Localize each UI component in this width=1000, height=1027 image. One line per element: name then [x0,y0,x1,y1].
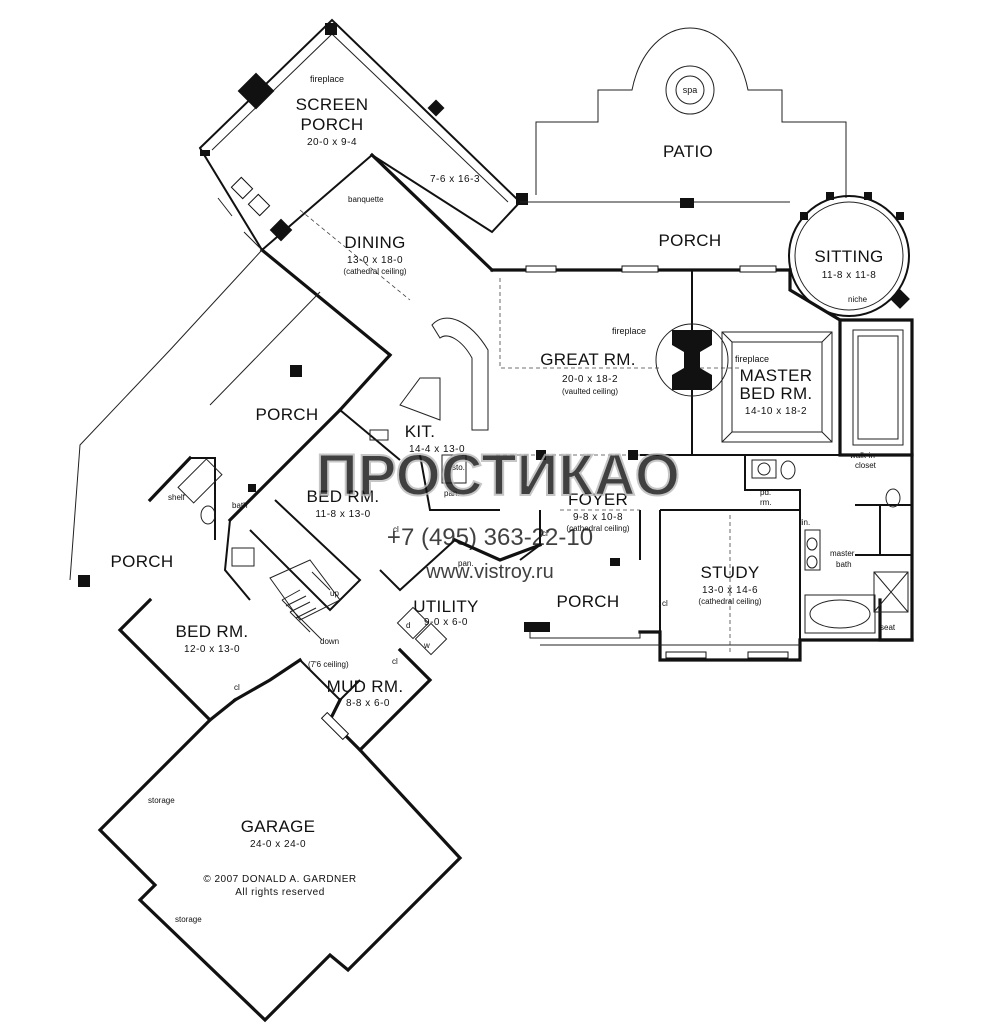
bed-room-2-title: BED RM. [176,622,249,641]
kitchen-title: KIT. [405,422,436,441]
stairs-up-label: up [330,589,339,598]
watermark-brand: ПРОСТИКАО [316,443,680,508]
garage-walls [97,711,463,1023]
bath-label: bath [232,501,248,510]
study-dims: 13-0 x 14-6 [702,585,758,596]
foyer-dims: 9-8 x 10-8 [573,512,623,523]
master-bed-title-1: MASTER [740,366,813,385]
dining-walls [259,209,411,358]
pd-rm-label-2: rm. [760,498,772,507]
walk-in-closet [852,329,904,446]
copyright-line-1: © 2007 DONALD A. GARDNER [203,874,356,885]
garage-storage-bottom-label: storage [175,915,202,924]
niche-label: niche [848,295,868,304]
bath-fixtures [751,459,909,634]
mud-room-closet-label: cl [392,657,398,666]
left-bath [177,458,256,567]
front-porch-outline [524,558,800,646]
garage-title: GARAGE [241,817,316,836]
master-bath-label-2: bath [836,560,852,569]
walk-in-label-2: closet [855,461,877,470]
dining-title: DINING [344,233,405,252]
bed-room-2-closet-label: cl [234,683,240,692]
utility-fixtures [396,606,448,656]
great-room-note: (vaulted ceiling) [562,387,618,396]
bed-room-1-dims: 11-8 x 13-0 [315,509,370,520]
kitchen-pantry-label: pan. [444,489,460,498]
utility-pantry-label: pan. [458,559,474,568]
watermark-phone: +7 (495) 363-22-10 [387,524,593,551]
study-lines [665,515,789,659]
foyer-note: (cathedral ceiling) [566,524,629,533]
utility-dims: 9-0 x 6-0 [424,617,468,628]
sitting-title: SITTING [814,247,883,266]
foyer-closet-label: cl [542,529,548,538]
bed-room-1-title: BED RM. [307,487,380,506]
watermark-site: www.vistroy.ru [425,561,553,583]
stairs [269,559,341,641]
screen-porch-title-1: SCREEN [296,95,369,114]
garage-dims: 24-0 x 24-0 [250,839,306,850]
great-room-lines [496,278,740,456]
spa-label: spa [683,85,698,95]
master-bed-tray [721,331,833,443]
main-house-walls [369,152,914,662]
storage-small-label: sto. [452,463,465,472]
lin-label: lin. [800,518,810,527]
rear-porch-outline [490,198,792,273]
utility-title: UTILITY [413,597,478,616]
rear-porch-title: PORCH [659,231,722,250]
sitting-room-outline [788,192,910,317]
kitchen-layout [339,317,500,511]
mud-room-dims: 8-8 x 6-0 [346,698,390,709]
bed-room-2-dims: 12-0 x 13-0 [184,644,240,655]
walk-in-label-1: walk-in [849,451,875,460]
fireplace-label: fireplace [310,74,344,84]
patio-title: PATIO [663,142,713,161]
master-bath-label-1: master [830,549,855,558]
deck-dims: 7-6 x 16-3 [430,174,480,185]
fireplace-master-label: fireplace [735,354,769,364]
banquette-label: banquette [348,195,384,204]
stairs-down-label: down [320,637,339,646]
master-bed-title-2: BED RM. [740,384,813,403]
fireplace-great-label: fireplace [612,326,646,336]
screen-porch-dims: 20-0 x 9-4 [307,137,357,148]
patio-outline [535,27,847,198]
great-room-title: GREAT RM. [540,350,636,369]
fireplace-great-room [655,323,729,397]
washer-label: w [423,641,430,650]
copyright-line-2: All rights reserved [235,887,325,898]
master-bed-dims: 14-10 x 18-2 [745,406,807,417]
left-porch-title: PORCH [256,405,319,424]
shelf-label: shelf [168,493,186,502]
dryer-label: d [406,621,410,630]
garage-storage-top-label: storage [148,796,175,805]
study-closet-label: cl [662,599,668,608]
foyer-title: FOYER [568,490,628,509]
kitchen-dims: 14-4 x 13-0 [409,444,465,455]
study-note: (cathedral ceiling) [698,597,761,606]
side-porch-title: PORCH [111,552,174,571]
mud-room-title: MUD RM. [327,677,404,696]
bed-room-1-closet-label: cl [393,525,399,534]
screen-porch-block [198,18,528,252]
sitting-dims: 11-8 x 11-8 [822,270,877,281]
dining-note: (cathedral ceiling) [343,267,406,276]
ceiling-76-label: (7'6 ceiling) [308,660,349,669]
pd-rm-label-1: pd. [760,488,771,497]
seat-label: seat [880,623,896,632]
front-porch-title: PORCH [557,592,620,611]
study-title: STUDY [700,563,759,582]
dining-dims: 13-0 x 18-0 [347,255,403,266]
great-room-dims: 20-0 x 18-2 [562,374,618,385]
screen-porch-title-2: PORCH [301,115,364,134]
